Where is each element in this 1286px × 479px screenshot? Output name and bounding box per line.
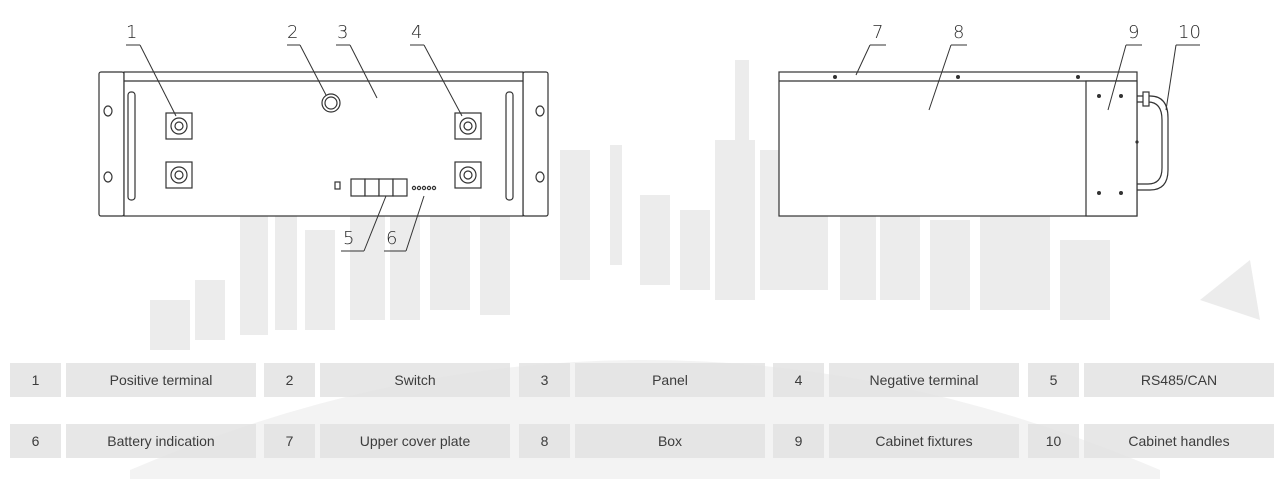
legend-label: Cabinet fixtures bbox=[829, 424, 1019, 458]
legend-number: 5 bbox=[1028, 363, 1079, 397]
legend-label: Cabinet handles bbox=[1084, 424, 1274, 458]
legend-number: 9 bbox=[773, 424, 824, 458]
legend-label: Negative terminal bbox=[829, 363, 1019, 397]
callout-8: 8 bbox=[953, 22, 965, 43]
legend-number: 6 bbox=[10, 424, 61, 458]
legend-label: Switch bbox=[320, 363, 510, 397]
callout-1: 1 bbox=[126, 22, 138, 43]
legend-number: 10 bbox=[1028, 424, 1079, 458]
legend-number: 1 bbox=[10, 363, 61, 397]
legend-label: Panel bbox=[575, 363, 765, 397]
legend-label: Upper cover plate bbox=[320, 424, 510, 458]
legend-number: 3 bbox=[519, 363, 570, 397]
callout-4: 4 bbox=[411, 22, 423, 43]
callout-2: 2 bbox=[287, 22, 299, 43]
legend-number: 4 bbox=[773, 363, 824, 397]
callout-3: 3 bbox=[337, 22, 349, 43]
callout-6: 6 bbox=[386, 228, 398, 249]
legend-label: Battery indication bbox=[66, 424, 256, 458]
callout-10: 10 bbox=[1178, 22, 1201, 43]
legend-number: 8 bbox=[519, 424, 570, 458]
legend-label: Box bbox=[575, 424, 765, 458]
legend-label: RS485/CAN bbox=[1084, 363, 1274, 397]
legend-row-1: 1 Positive terminal 2 Switch 3 Panel 4 N… bbox=[0, 363, 1286, 397]
legend-row-2: 6 Battery indication 7 Upper cover plate… bbox=[0, 424, 1286, 458]
callout-9: 9 bbox=[1128, 22, 1140, 43]
legend-number: 7 bbox=[264, 424, 315, 458]
callout-7: 7 bbox=[872, 22, 884, 43]
legend-number: 2 bbox=[264, 363, 315, 397]
legend-label: Positive terminal bbox=[66, 363, 256, 397]
callout-5: 5 bbox=[343, 228, 355, 249]
